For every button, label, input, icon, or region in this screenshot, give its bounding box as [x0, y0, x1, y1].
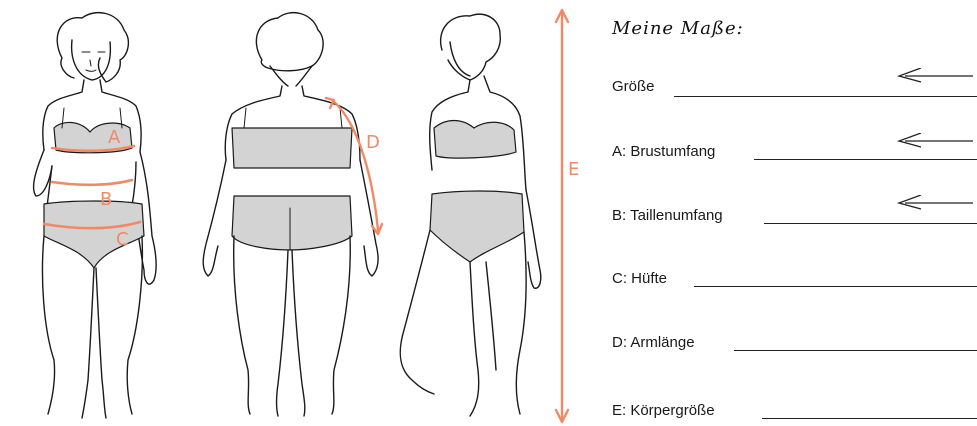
figure-front: [34, 13, 157, 418]
field-arm-length[interactable]: D: Armlänge: [612, 334, 977, 358]
field-size[interactable]: Größe: [612, 78, 977, 102]
field-line-hip[interactable]: [694, 286, 977, 287]
bra-side: [434, 121, 516, 159]
briefs-front: [44, 201, 144, 268]
field-hip[interactable]: C: Hüfte: [612, 270, 977, 294]
field-label-height: E: Körpergröße: [612, 402, 715, 419]
label-c: C: [116, 229, 129, 250]
left-arrow-icon: [895, 68, 975, 84]
field-bust[interactable]: A: Brustumfang: [612, 143, 977, 167]
left-arrow-icon: [895, 195, 975, 211]
figure-back: [203, 13, 382, 416]
field-label-waist: B: Taillenumfang: [612, 207, 723, 224]
measurement-form: Meine Maße: Größe A: Brustumfang B: Tail…: [600, 0, 977, 426]
field-height[interactable]: E: Körpergröße: [612, 402, 977, 426]
form-title: Meine Maße:: [612, 18, 744, 39]
figure-side: [400, 14, 541, 416]
briefs-side: [430, 191, 524, 262]
face-front: [72, 40, 111, 80]
field-line-size[interactable]: [674, 96, 977, 97]
field-label-bust: A: Brustumfang: [612, 143, 715, 160]
bra-back: [232, 128, 352, 168]
hair-side: [441, 14, 501, 80]
briefs-back: [232, 196, 352, 250]
field-label-arm-length: D: Armlänge: [612, 334, 695, 351]
field-waist[interactable]: B: Taillenumfang: [612, 207, 977, 231]
measure-line-b: [52, 180, 132, 185]
hair-back: [256, 13, 323, 71]
label-e: E: [568, 159, 579, 180]
field-line-bust[interactable]: [754, 159, 977, 160]
label-a: A: [108, 127, 121, 148]
height-arrow: [556, 10, 568, 422]
field-label-size: Größe: [612, 78, 655, 95]
field-line-arm-length[interactable]: [734, 350, 977, 351]
field-line-height[interactable]: [762, 418, 977, 419]
field-label-hip: C: Hüfte: [612, 270, 667, 287]
field-line-waist[interactable]: [764, 223, 977, 224]
left-arrow-icon: [895, 133, 975, 149]
label-d: D: [366, 132, 380, 153]
label-b: B: [100, 189, 112, 210]
measurement-figures-illustration: A B C D: [0, 0, 600, 426]
